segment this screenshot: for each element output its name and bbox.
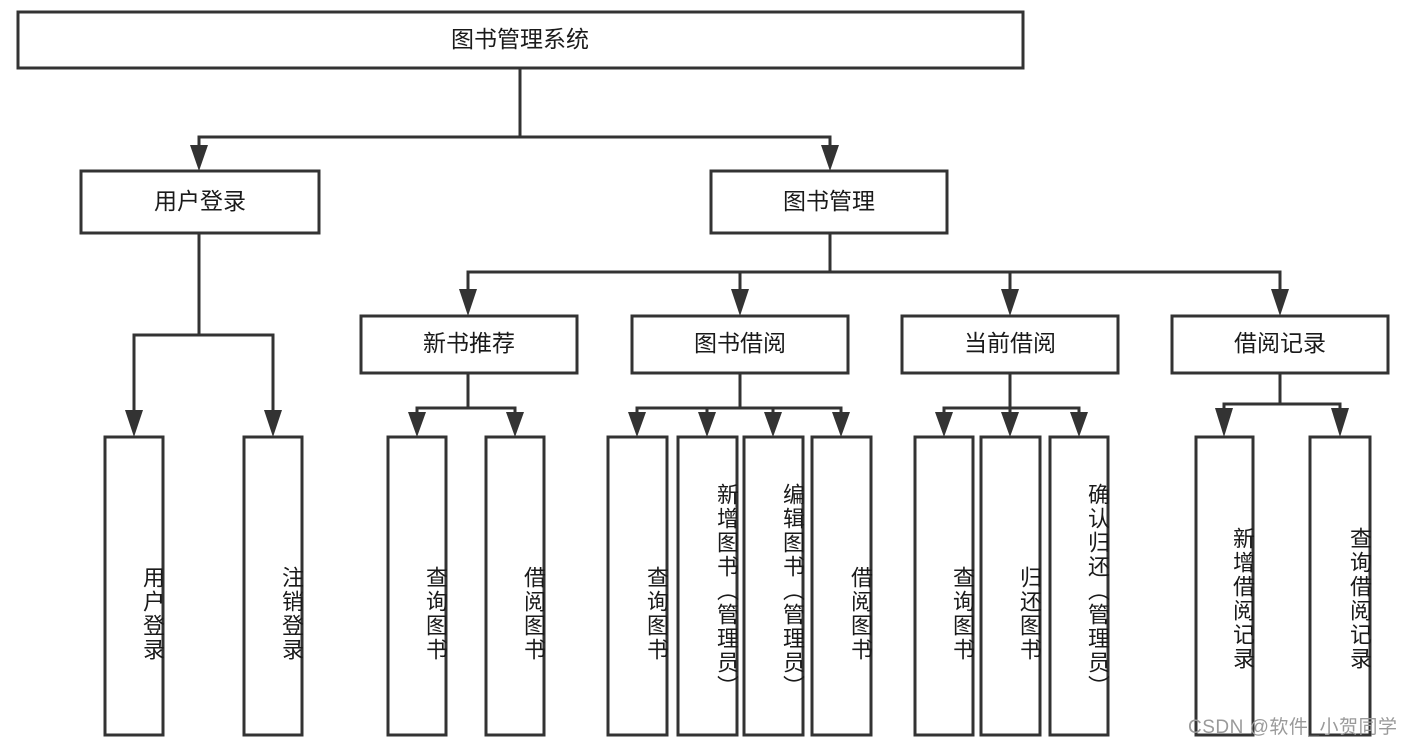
node-label-borrow-record: 借阅记录 [1234,330,1326,356]
arrow-head-borrow-record [1271,289,1289,316]
connector-group-root [190,66,839,171]
node-box-leaf-bb-query[interactable] [606,435,669,737]
connector-group-user-login [125,231,282,437]
arrow-head-cb-c1 [935,412,953,437]
connector-group-borrow-record [1215,371,1349,437]
node-box-leaf-bb-borrow[interactable] [810,435,873,737]
arrow-head-user-login-c1 [125,410,143,437]
arrow-head-user-login [190,145,208,171]
node-box-leaf-br-add[interactable] [1194,435,1255,737]
node-box-leaf-nb-query[interactable] [386,435,448,737]
connector-group-book-borrow [628,371,850,437]
node-box-leaf-user-login[interactable] [103,435,165,737]
arrow-head-user-login-c2 [264,410,282,437]
arrow-head-bb-c4 [832,412,850,437]
arrow-head-br-c1 [1215,408,1233,437]
arrow-head-bb-c2 [698,412,716,437]
arrow-head-new-book [459,289,477,316]
node-label-current-borrow: 当前借阅 [964,330,1056,356]
arrow-head-current-borrow [1001,289,1019,316]
node-label-user-login: 用户登录 [154,188,246,214]
node-box-leaf-nb-borrow[interactable] [484,435,546,737]
arrow-head-book-manage [821,145,839,171]
arrow-head-nb-c2 [506,412,524,437]
node-label-root: 图书管理系统 [451,26,589,52]
node-box-leaf-br-query[interactable] [1308,435,1372,737]
node-box-borrow-record[interactable] [1170,314,1390,375]
node-box-current-borrow[interactable] [900,314,1120,375]
watermark-label: CSDN @软件_小贺同学 [1188,717,1398,738]
arrow-head-nb-c1 [408,412,426,437]
node-box-root[interactable] [16,10,1025,70]
arrow-head-bb-c3 [764,412,782,437]
arrow-head-book-borrow [731,289,749,316]
arrow-head-bb-c1 [628,412,646,437]
arrow-head-br-c2 [1331,408,1349,437]
node-label-new-book: 新书推荐 [423,330,515,356]
node-label-book-manage: 图书管理 [783,188,875,214]
node-box-leaf-cb-return[interactable] [979,435,1042,737]
connector-group-book-manage [459,231,1289,316]
node-box-leaf-bb-add[interactable] [676,435,739,737]
node-box-leaf-cb-confirm[interactable] [1048,435,1110,737]
node-box-user-login[interactable] [79,169,321,235]
node-box-leaf-bb-edit[interactable] [742,435,805,737]
node-box-new-book[interactable] [359,314,579,375]
node-box-book-borrow[interactable] [630,314,850,375]
node-box-book-manage[interactable] [709,169,949,235]
node-box-leaf-cb-query[interactable] [913,435,975,737]
connector-group-current-borrow [935,371,1088,437]
node-box-leaf-logout[interactable] [242,435,304,737]
connector-group-new-book [408,371,524,437]
arrow-head-cb-c2 [1001,412,1019,437]
arrow-head-cb-c3 [1070,412,1088,437]
node-label-book-borrow: 图书借阅 [694,330,786,356]
